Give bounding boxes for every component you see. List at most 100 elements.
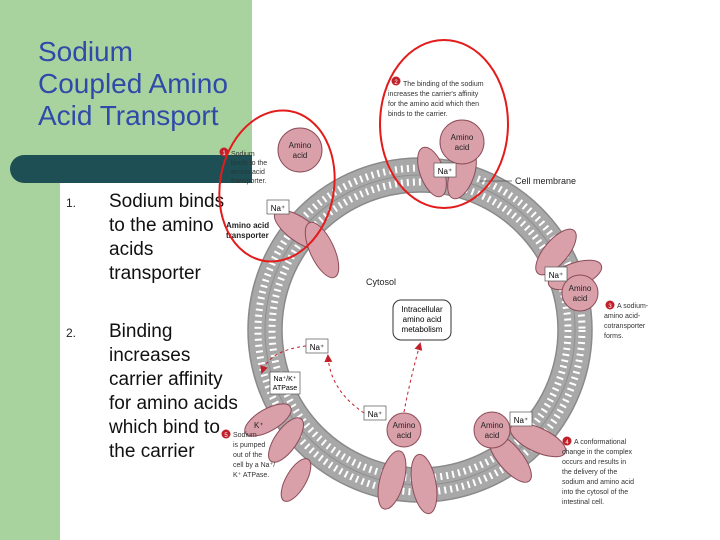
step-marker-number: 4 — [565, 440, 569, 446]
slide-title-line: Sodium — [38, 36, 133, 67]
step4-note: occurs and results in — [562, 459, 626, 466]
sodium-export-arrow — [260, 345, 307, 374]
membrane-lipid-texture — [268, 178, 572, 482]
atpase-label: ATPase — [273, 385, 297, 392]
amino-acid-label: acid — [397, 431, 412, 440]
step-marker-2 — [391, 76, 401, 86]
step5-note: out of the — [233, 452, 262, 459]
sodium-label: Na⁺ — [514, 416, 528, 425]
step3-note: amino acid- — [604, 313, 641, 320]
cytosol-label: Cytosol — [366, 277, 396, 287]
step5-note: is pumped — [233, 442, 265, 449]
amino-acid-flow-arrow — [403, 342, 423, 413]
step-text: Sodium binds to the amino acids transpor… — [109, 190, 259, 286]
transporter-label: Amino acid — [226, 221, 269, 230]
sodium-label: Na⁺ — [271, 204, 285, 213]
cell-membrane-label: Cell membrane — [515, 176, 576, 186]
amino-acid-label: acid — [455, 143, 470, 152]
transporter-bottom — [377, 450, 438, 515]
sodium-box — [544, 266, 568, 282]
slide-title-line: Coupled Amino — [38, 68, 228, 99]
metabolism-label: metabolism — [402, 325, 443, 334]
amino-acid-label: Amino — [569, 284, 592, 293]
step-text-line: increases — [109, 345, 191, 366]
step-marker-number: 5 — [224, 433, 228, 439]
sodium-box — [433, 162, 457, 178]
sodium-label: Na⁺ — [438, 167, 452, 176]
sodium-box — [509, 411, 533, 427]
amino-acid-label: Amino — [289, 141, 312, 150]
amino-acid-label: Amino — [481, 421, 504, 430]
highlight-circle-step1 — [218, 109, 336, 263]
step-marker-number: 2 — [394, 80, 398, 86]
step1-note: transporter. — [231, 178, 266, 185]
amino-acid-label: Amino — [393, 421, 416, 430]
step4-note: into the cytosol of the — [562, 489, 628, 496]
metabolism-label: Intracellular — [401, 305, 443, 314]
sodium-label: Na⁺ — [368, 410, 382, 419]
step3-note: cotransporter — [604, 323, 646, 330]
step3-note: A sodium- — [617, 303, 649, 310]
step5-note: K⁺ ATPase. — [233, 472, 269, 479]
step-text-line: acids — [109, 239, 154, 260]
metabolism-label: amino acid — [403, 315, 442, 324]
step2-note: increases the carrier's affinity — [388, 91, 479, 98]
atpase-label: Na⁺/K⁺ — [274, 376, 297, 383]
sodium-label: Na⁺ — [310, 343, 324, 352]
step1-note: Sodium — [231, 151, 255, 158]
slide-title-line: Acid Transport — [38, 100, 219, 131]
step-marker-number: 3 — [608, 304, 612, 310]
sodium-pump-arrow — [324, 354, 365, 414]
step4-note: intestinal cell. — [562, 499, 604, 506]
sodium-label: Na⁺ — [549, 271, 563, 280]
amino-acid-molecule — [473, 411, 511, 449]
step4-note: the delivery of the — [562, 469, 617, 476]
step-text-line: which bind to — [109, 417, 220, 438]
step-text-line: Binding — [109, 321, 173, 342]
step-text-line: carrier affinity — [109, 369, 223, 390]
step4-note: sodium and amino acid — [562, 479, 634, 486]
step-text-line: transporter — [109, 263, 201, 284]
step-marker-4 — [562, 436, 572, 446]
atpase-pump-lower — [280, 458, 312, 502]
amino-acid-label: acid — [293, 151, 308, 160]
step4-note: change in the complex — [562, 449, 633, 456]
atpase-pump — [244, 403, 304, 463]
slide-green-sidebar — [0, 0, 60, 540]
step1-note: binds to the — [231, 160, 267, 167]
transporter-label: transporter — [226, 231, 269, 240]
amino-acid-molecule — [277, 127, 323, 173]
slide-title: Sodium Coupled Amino Acid Transport — [38, 36, 258, 132]
amino-acid-label: acid — [573, 294, 588, 303]
highlight-circle-step2 — [379, 39, 509, 209]
step2-note: The binding of the sodium — [403, 81, 484, 88]
step4-note: A conformational — [574, 439, 627, 446]
step2-note: binds to the carrier. — [388, 111, 448, 118]
step2-note: for the amino acid which then — [388, 101, 479, 108]
step-marker-3 — [605, 300, 615, 310]
sodium-box — [266, 199, 290, 215]
metabolism-box — [392, 299, 452, 341]
step5-note: Sodium — [233, 432, 257, 439]
title-accent-bar — [10, 155, 252, 183]
potassium-label: K⁺ — [254, 421, 264, 430]
amino-acid-molecule — [439, 119, 485, 165]
step-text-line: for amino acids — [109, 393, 238, 414]
step1-note: amino acid — [231, 169, 265, 176]
amino-acid-label: Amino — [451, 133, 474, 142]
step-text-line: Sodium binds — [109, 191, 225, 212]
amino-acid-molecule — [561, 274, 599, 312]
step3-note: forms. — [604, 333, 624, 340]
step-text-line: to the amino — [109, 215, 214, 236]
step5-note: cell by a Na⁺/ — [233, 462, 275, 469]
step-text: Binding increases carrier affinity for a… — [109, 320, 259, 464]
step-marker-number: 1 — [222, 151, 226, 157]
step-text-line: the carrier — [109, 441, 195, 462]
amino-acid-label: acid — [485, 431, 500, 440]
step-number: 1. — [66, 196, 77, 210]
amino-acid-molecule — [386, 412, 422, 448]
step-number: 2. — [66, 326, 77, 340]
step-marker-5 — [221, 429, 231, 439]
atpase-box — [269, 371, 301, 395]
